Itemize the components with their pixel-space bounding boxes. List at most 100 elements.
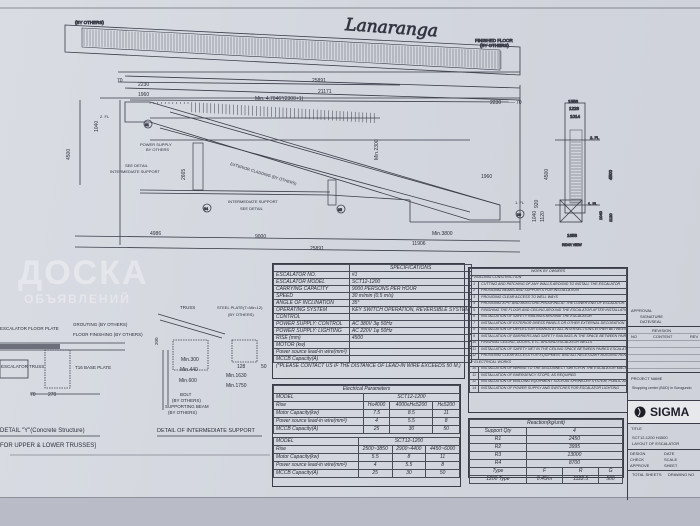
table-cell: CONTROL	[273, 313, 350, 321]
dimension: 270	[48, 392, 57, 398]
table-cell: 4450~6000	[425, 445, 460, 454]
table-cell: 500	[598, 475, 623, 484]
label: 2. FL	[590, 135, 600, 140]
table-cell: MCCB Capacity(A)	[273, 469, 359, 478]
side-elevation: 01 04 05 06	[74, 71, 583, 253]
table-title: Electrical Parameters	[273, 385, 460, 394]
dimension: Min.3800	[432, 231, 453, 237]
dimension: Min.440	[180, 367, 198, 373]
label: (BY OTHERS)	[172, 398, 201, 403]
label: (BY OTHERS)	[228, 312, 254, 317]
dimension: 2230	[138, 82, 149, 88]
table-cell: 4500	[348, 334, 473, 342]
label: SEE DETAIL	[240, 206, 264, 211]
table-cell: Rise	[273, 445, 359, 454]
label: ESCALATOR FLOOR PLATE	[0, 326, 59, 331]
dimension: 2230	[490, 100, 501, 106]
label: INTERMEDIATE SUPPORT	[110, 169, 160, 174]
callout: 04	[204, 207, 208, 211]
label: BOLT	[180, 392, 192, 397]
table-cell: AC 220V 1φ 50Hz	[348, 327, 473, 335]
table-title: Reaction(kg/unit)	[469, 419, 623, 428]
table-row: MOTOR (kw)	[273, 341, 473, 349]
table-cell: Power source lead-in wire(mm²)	[273, 348, 350, 356]
design-label: DESIGN	[630, 451, 646, 456]
table-row: RISE (mm)4500	[273, 334, 473, 342]
label: TRUSS	[180, 305, 195, 310]
spec-note: (*PLEASE CONTACT US IF THE DISTANCE OF L…	[276, 363, 461, 369]
label: EXTERIOR CLADDING (BY OTHERS)	[230, 161, 298, 186]
label: BY OTHERS	[146, 147, 169, 152]
table-cell: MOTOR (kw)	[273, 341, 350, 349]
table-cell: 8	[391, 453, 427, 462]
revision-no-header: NO	[631, 334, 637, 339]
table-row: Power source lead-in wire(mm²)	[273, 348, 473, 356]
dimension: 70	[516, 100, 522, 106]
dimension: 1960	[481, 174, 492, 180]
dimension: 1656	[567, 233, 578, 238]
table-cell: 8700	[525, 459, 624, 468]
dimension: 25891	[310, 246, 324, 252]
table-cell: 25	[362, 425, 391, 434]
table-cell: 4	[525, 427, 624, 436]
dimension: 1014	[570, 114, 581, 119]
table-cell	[348, 313, 473, 321]
table-row: ESCALATOR NO.#1	[273, 271, 473, 279]
table-row: MCCB Capacity(A)	[273, 355, 473, 363]
dimension: 1040	[598, 210, 603, 220]
sheet-label: SHEET	[664, 463, 678, 468]
table-cell: R1	[469, 435, 527, 444]
dimension: 4500	[544, 169, 550, 180]
dimension: Min.1630	[226, 373, 247, 379]
detail-y: ESCALATOR FLOOR PLATE GROUTING (BY OTHER…	[0, 322, 143, 449]
table-cell: 30	[391, 469, 427, 478]
table-surface	[0, 497, 700, 526]
label: GROUTING (BY OTHERS)	[73, 322, 128, 327]
table-cell: 30 m/min (0.5 m/s)	[348, 292, 473, 300]
view-title: REAR VIEW	[562, 243, 582, 247]
label: (BY OTHERS)	[75, 20, 104, 25]
title-block: APPROVAL SIGNATURE DATE/SEAL NO REVISION…	[627, 300, 700, 500]
title-label: TITLE	[631, 426, 642, 431]
table-cell	[348, 355, 473, 363]
dimension: 4500	[66, 149, 72, 160]
handwritten-note: Lanaranga	[344, 15, 439, 41]
dimension: Min.1750	[226, 383, 247, 389]
table-cell: ESCALATOR NO.	[273, 271, 350, 279]
watermark: ДОСКА	[18, 254, 149, 292]
label: 2. FL	[100, 114, 110, 119]
table-cell: 0.45/m	[525, 475, 564, 484]
dimension: 2665	[181, 169, 187, 180]
check-label: CHECK	[630, 457, 645, 462]
table-cell: 1200 Type	[469, 475, 527, 484]
table-cell: ESCALATOR MODEL	[273, 278, 350, 286]
table-cell: 2900~4400	[391, 445, 427, 454]
table-cell: 9000 PERSONS PER HOUR	[348, 285, 473, 293]
table-cell: R2	[469, 443, 527, 452]
table-cell: 5.5	[389, 417, 434, 426]
label: FLOOR FINISHING (BY OTHERS)	[73, 332, 143, 337]
dimension: 1040	[94, 121, 100, 132]
table-cell: #1	[348, 271, 473, 279]
table-cell: 5.5	[357, 453, 393, 462]
label: STEEL PLATE(T=Min.12)	[217, 305, 263, 310]
table-cell: 5.5	[391, 461, 427, 470]
label: 1. FL	[588, 201, 598, 206]
detail-intermediate-support: TRUSS STEEL PLATE(T=Min.12) (BY OTHERS) …	[154, 305, 267, 437]
table-cell: 1122.5	[562, 475, 600, 484]
label: T16 BASE PLATE	[75, 365, 111, 370]
table-cell: 4	[357, 461, 393, 470]
dimension: 4500	[608, 169, 613, 180]
